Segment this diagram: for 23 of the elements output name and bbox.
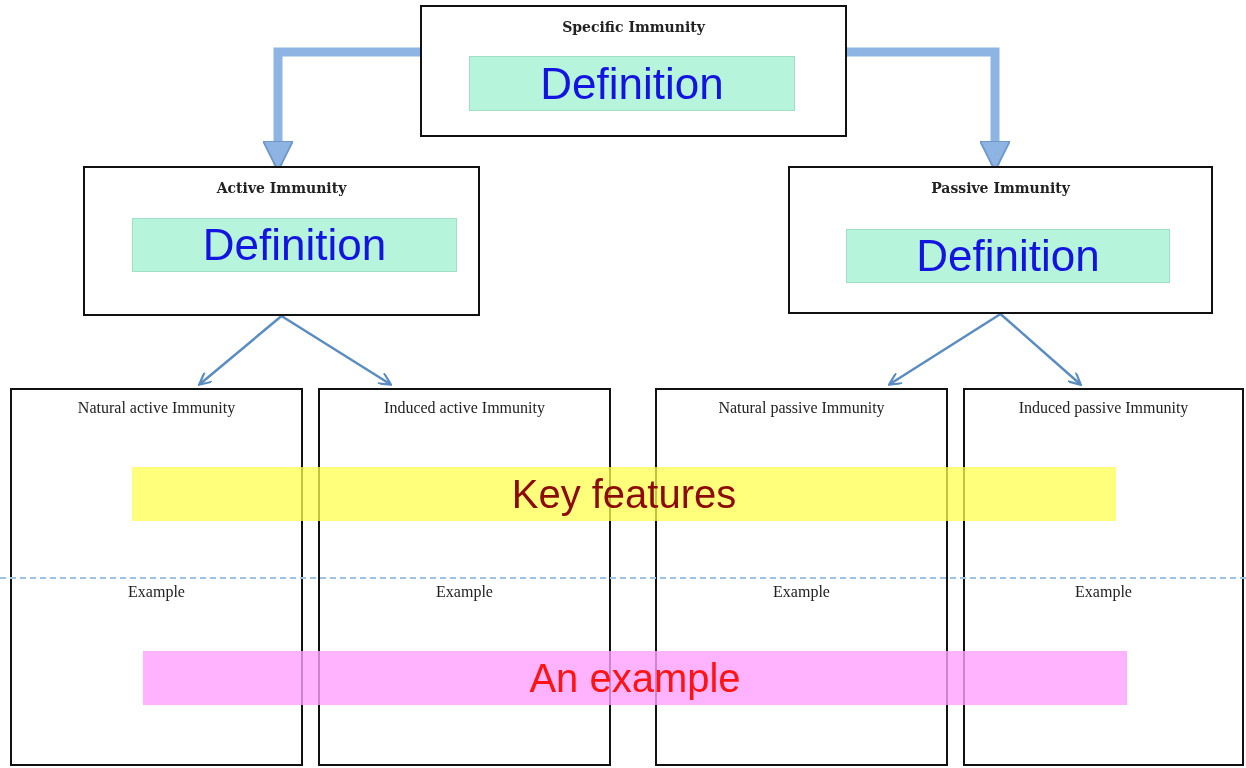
concept-box — [83, 166, 480, 316]
arrow — [999, 313, 1082, 386]
concept-box — [420, 5, 847, 137]
example-heading: Example — [435, 583, 494, 601]
box-title: Passive Immunity — [930, 180, 1072, 196]
column-title: Induced passive Immunity — [1017, 399, 1190, 417]
definition-box: Definition — [132, 218, 457, 272]
column-title: Natural active Immunity — [76, 399, 237, 417]
example-heading: Example — [772, 583, 831, 601]
key-features-band: Key features — [132, 467, 1116, 521]
definition-box: Definition — [469, 56, 795, 111]
example-band: An example — [143, 651, 1127, 705]
box-title: Specific Immunity — [561, 19, 707, 35]
arrow — [198, 315, 283, 386]
example-heading: Example — [1074, 583, 1133, 601]
box-title: Active Immunity — [215, 180, 348, 196]
concept-box — [788, 166, 1213, 314]
arrow — [887, 312, 1002, 386]
arrow — [280, 314, 393, 386]
definition-box: Definition — [846, 229, 1170, 283]
column-title: Induced active Immunity — [383, 399, 546, 417]
example-heading: Example — [127, 583, 186, 601]
column-title: Natural passive Immunity — [717, 399, 886, 417]
